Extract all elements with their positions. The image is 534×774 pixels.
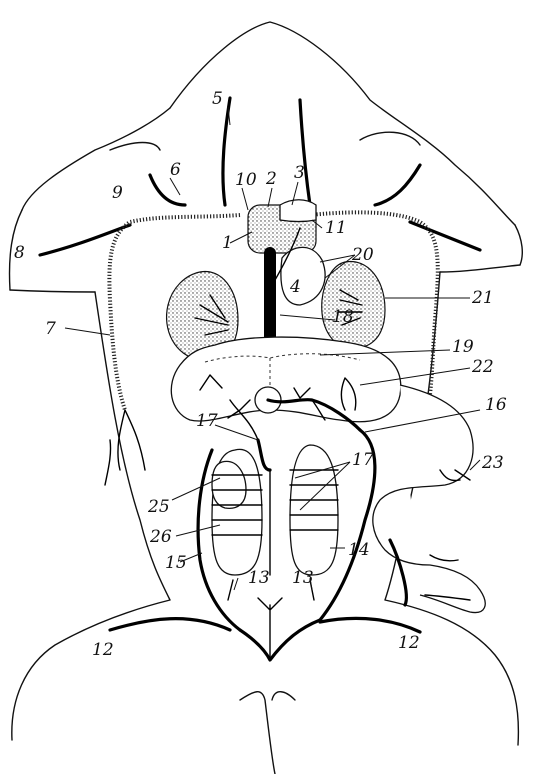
label-1: 1 bbox=[222, 233, 233, 253]
label-13-right: 13 bbox=[292, 568, 314, 588]
label-7: 7 bbox=[45, 319, 56, 339]
label-2: 2 bbox=[265, 169, 277, 189]
stomach-intestine bbox=[373, 385, 485, 613]
heart bbox=[248, 200, 316, 253]
kidneys bbox=[212, 445, 338, 575]
label-6: 6 bbox=[170, 160, 181, 180]
label-21: 21 bbox=[471, 288, 494, 308]
label-12-left: 12 bbox=[92, 640, 114, 660]
label-23: 23 bbox=[481, 453, 504, 473]
pelvic-veins bbox=[110, 540, 420, 660]
label-11: 11 bbox=[325, 218, 347, 238]
label-25: 25 bbox=[147, 497, 170, 517]
label-4: 4 bbox=[289, 277, 301, 297]
label-9: 9 bbox=[112, 183, 123, 203]
label-12-right: 12 bbox=[398, 633, 420, 653]
label-8: 8 bbox=[14, 243, 25, 263]
liver bbox=[171, 337, 400, 422]
label-5: 5 bbox=[212, 89, 223, 109]
label-17-left: 17 bbox=[196, 411, 218, 431]
label-18: 18 bbox=[332, 307, 354, 327]
label-17-right: 17 bbox=[352, 450, 374, 470]
label-22: 22 bbox=[471, 357, 494, 377]
cutaneous-branches bbox=[105, 410, 145, 485]
label-13-left: 13 bbox=[248, 568, 270, 588]
label-20: 20 bbox=[351, 245, 374, 265]
label-14: 14 bbox=[348, 540, 370, 560]
label-19: 19 bbox=[452, 337, 474, 357]
label-10: 10 bbox=[235, 170, 257, 190]
label-26: 26 bbox=[149, 527, 172, 547]
label-15: 15 bbox=[165, 553, 187, 573]
label-16: 16 bbox=[485, 395, 507, 415]
label-3: 3 bbox=[294, 163, 305, 183]
